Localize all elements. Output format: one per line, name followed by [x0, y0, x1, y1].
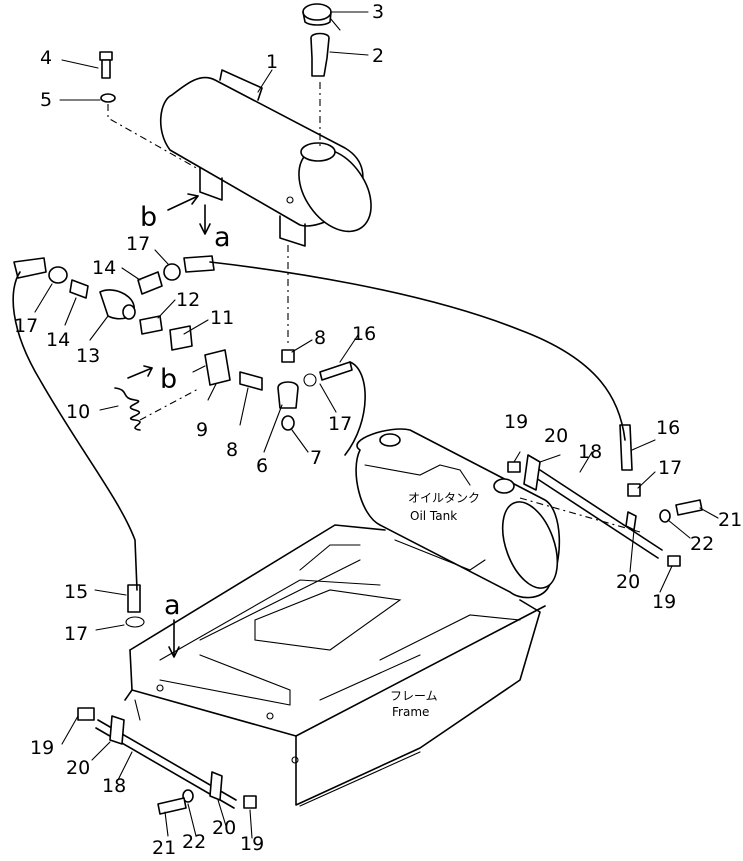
annotations: オイルタンク Oil Tank フレーム Frame — [390, 491, 480, 719]
leader-lines — [34, 11, 719, 839]
callout-14-left: 14 — [46, 329, 70, 351]
view-arrows — [127, 193, 211, 658]
oil-tank — [355, 428, 561, 599]
callout-19-left: 19 — [30, 737, 54, 759]
callout-20-left: 20 — [66, 757, 90, 779]
callout-19-bottom: 19 — [240, 833, 264, 855]
callout-17-top: 17 — [126, 233, 150, 255]
callout-18-right: 18 — [578, 441, 602, 463]
view-label-a-upper: a — [214, 222, 231, 253]
callout-19-right: 19 — [652, 591, 676, 613]
callout-22-bottom: 22 — [182, 831, 206, 853]
frame-label-jp: フレーム — [390, 689, 438, 703]
callout-22-right: 22 — [690, 533, 714, 555]
callout-20-right: 20 — [616, 571, 640, 593]
callout-17-right: 17 — [658, 457, 682, 479]
callout-11: 11 — [210, 307, 234, 329]
callout-1: 1 — [266, 51, 278, 73]
callout-3: 3 — [372, 1, 384, 23]
callout-21-bottom: 21 — [152, 837, 176, 859]
callout-5: 5 — [40, 89, 52, 111]
callout-2: 2 — [372, 45, 384, 67]
callout-8-right: 8 — [314, 327, 326, 349]
callout-6: 6 — [256, 455, 268, 477]
hoses — [12, 255, 633, 613]
callout-20-bottom: 20 — [212, 817, 236, 839]
view-label-b-upper: b — [140, 202, 157, 233]
filler-neck-assembly — [302, 3, 341, 148]
callout-17-center: 17 — [328, 413, 352, 435]
callout-17-bottom: 17 — [64, 623, 88, 645]
frame-label-en: Frame — [392, 705, 429, 719]
view-label-b-lower: b — [160, 364, 177, 395]
callout-7: 7 — [310, 447, 322, 469]
frame — [124, 524, 546, 807]
callout-10: 10 — [66, 401, 90, 423]
callout-21-right: 21 — [718, 509, 742, 531]
bracket-and-valve — [114, 245, 299, 431]
callout-9: 9 — [196, 419, 208, 441]
callout-17-left: 17 — [14, 315, 38, 337]
callout-15: 15 — [64, 581, 88, 603]
callout-18-bottom: 18 — [102, 775, 126, 797]
callout-4: 4 — [40, 47, 52, 69]
oil-tank-label-en: Oil Tank — [410, 509, 457, 523]
callout-16-center: 16 — [352, 323, 376, 345]
callout-8-left: 8 — [226, 439, 238, 461]
view-labels: b a b a — [140, 202, 231, 621]
fittings — [48, 263, 193, 351]
bolt-washer-group — [99, 51, 201, 171]
callout-20-top: 20 — [544, 425, 568, 447]
callout-14-top: 14 — [92, 257, 116, 279]
callout-13: 13 — [76, 345, 100, 367]
view-label-a-lower: a — [164, 590, 181, 621]
callout-19-top: 19 — [504, 411, 528, 433]
pipes — [77, 454, 703, 815]
reservoir-tank — [159, 69, 372, 247]
oil-tank-label-jp: オイルタンク — [408, 491, 480, 505]
callout-12: 12 — [176, 289, 200, 311]
callout-numbers: 1 2 3 4 5 17 14 17 14 13 12 11 8 16 17 1… — [14, 1, 742, 859]
callout-16-right: 16 — [656, 417, 680, 439]
